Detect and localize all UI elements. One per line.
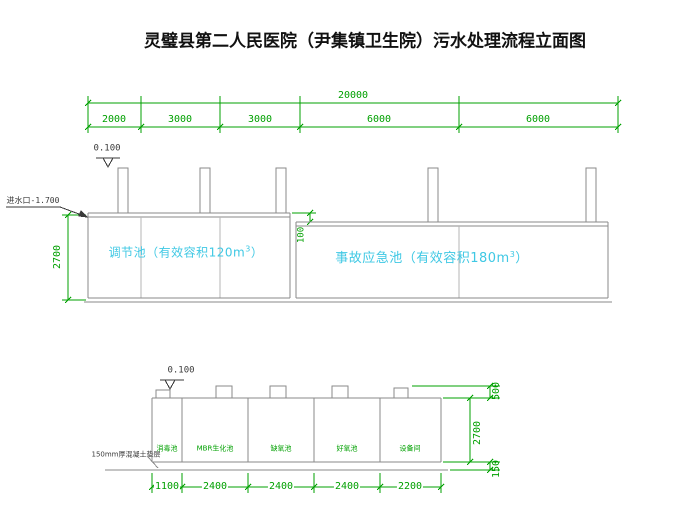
tank1-label: 调节池（有效容积120m3）	[108, 244, 264, 260]
drawing-title: 灵璧县第二人民医院（尹集镇卫生院）污水处理流程立面图	[144, 31, 586, 51]
dim-right-500: 500	[491, 381, 502, 401]
lower-elevation-flag	[160, 379, 184, 391]
dim-height-2700: 2700	[52, 244, 63, 270]
tank2-label-sup: 3	[509, 249, 516, 259]
dim-bottom-2: 2400	[201, 481, 229, 492]
tank1-label-suffix: ）	[250, 245, 264, 260]
lower-elevation-mark: 0.100	[167, 365, 195, 376]
lower-dimension-lines	[148, 382, 500, 493]
compartment-label-3: 缺氧池	[270, 444, 292, 453]
tank2-label: 事故应急池（有效容积180m3）	[335, 249, 529, 267]
dim-segment-5: 6000	[525, 114, 551, 125]
tank2-label-suffix: ）	[515, 251, 529, 267]
dim-right-2700: 2700	[472, 420, 483, 446]
dim-bottom-4: 2400	[333, 481, 361, 492]
dim-step-100: 100	[296, 226, 307, 244]
cushion-label: 150mm厚混凝土垫层	[91, 450, 161, 459]
dim-total: 20000	[337, 90, 369, 101]
dim-segment-1: 2000	[101, 114, 127, 125]
upper-elevation-flag	[96, 157, 120, 169]
dim-segment-4: 6000	[366, 114, 392, 125]
dim-bottom-1: 1100	[153, 481, 181, 492]
upper-structure	[84, 167, 612, 303]
upper-elevation-mark: 0.100	[93, 143, 121, 154]
compartment-label-4: 好氧池	[336, 444, 358, 453]
inlet-label: 进水口-1.700	[6, 196, 60, 205]
inlet-leader-line	[6, 206, 89, 218]
compartment-label-1: 消毒池	[156, 444, 178, 453]
upper-dimension-lines	[62, 96, 622, 304]
dim-bottom-5: 2200	[396, 481, 424, 492]
tank1-label-text: 调节池（有效容积120m	[108, 245, 246, 260]
tank1-label-sup: 3	[245, 244, 251, 254]
dim-bottom-3: 2400	[267, 481, 295, 492]
dim-segment-3: 3000	[247, 114, 273, 125]
dim-segment-2: 3000	[167, 114, 193, 125]
compartment-label-2: MBR生化池	[196, 444, 234, 453]
compartment-label-5: 设备间	[399, 444, 421, 453]
dim-right-150: 150	[491, 459, 502, 479]
tank2-label-text: 事故应急池（有效容积180m	[335, 251, 510, 267]
lower-structure	[105, 385, 448, 471]
